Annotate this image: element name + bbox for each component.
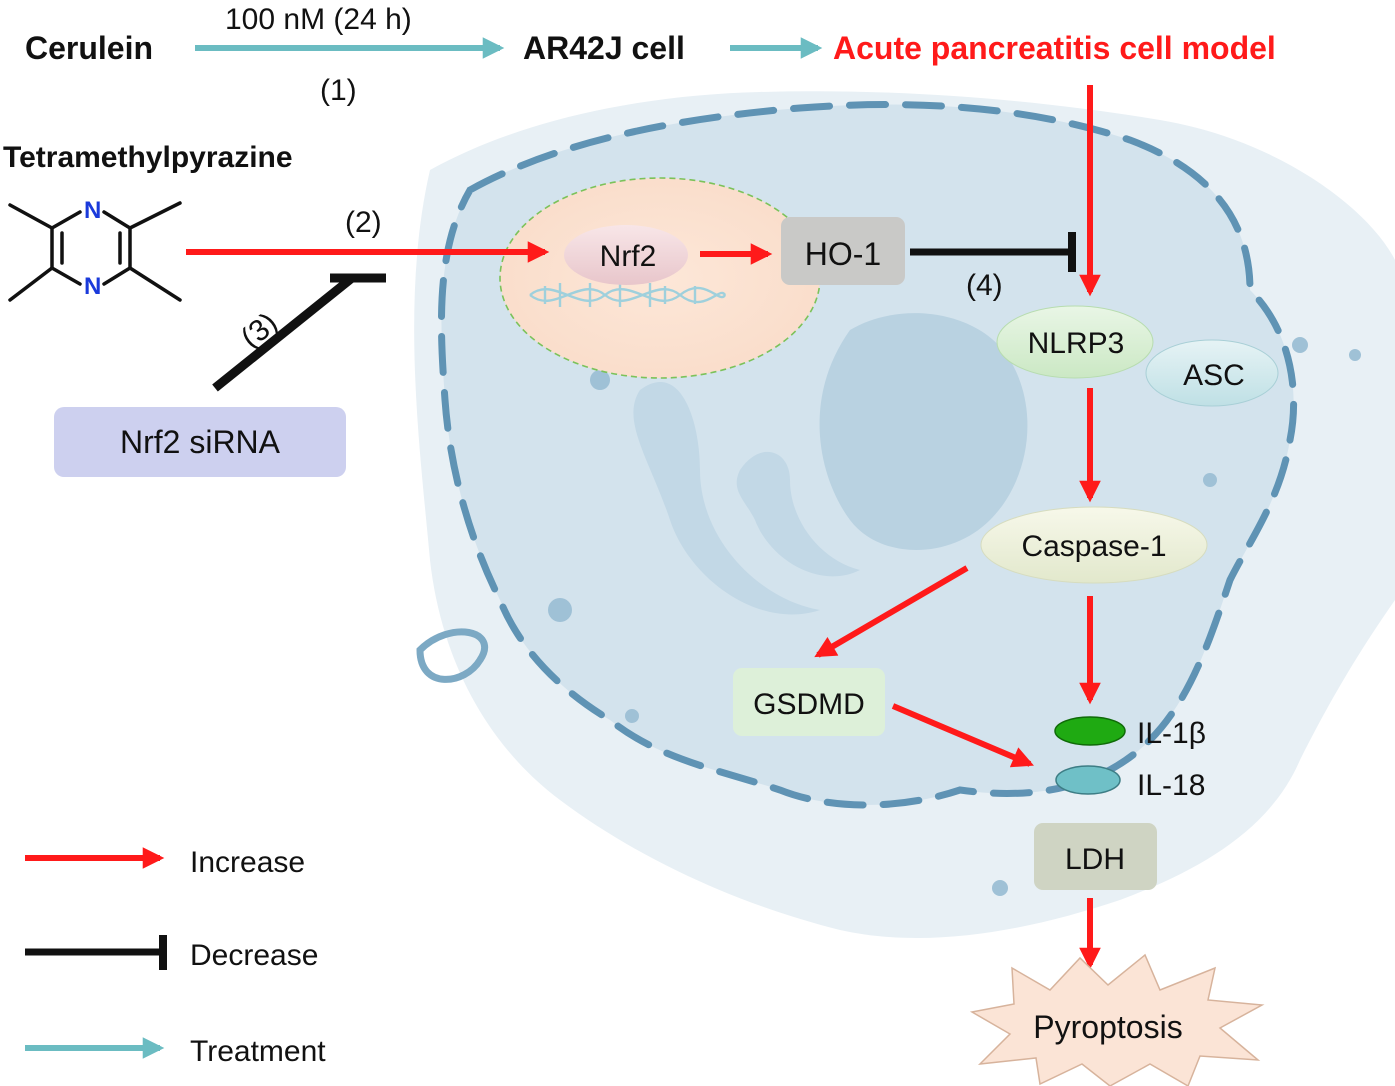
model-label: Acute pancreatitis cell model [833,30,1276,66]
legend-increase-label: Increase [190,846,305,879]
il18-label: IL-18 [1137,769,1205,802]
sirna-box [54,407,346,477]
gsdmd-box [733,668,885,736]
nlrp3-bubble [996,305,1154,379]
vesicle [590,370,610,390]
ldh-label: LDH [1065,843,1125,876]
organelle-er [633,381,820,615]
ldh-box [1034,823,1157,890]
cell-line-label: AR42J cell [523,30,685,66]
gsdmd-label: GSDMD [753,688,865,721]
vesicle [1203,473,1217,487]
il1b-marker [1054,716,1126,746]
cerulein-label: Cerulein [25,30,153,66]
organelle-er-2 [736,451,860,577]
ho1-box [781,217,905,285]
asc-bubble [1145,339,1279,407]
ho1-label: HO-1 [805,236,881,272]
vesicle [625,709,639,723]
nrf2-label: Nrf2 [600,240,657,273]
pyroptosis-burst [969,953,1265,1086]
nrf2-bubble [564,225,688,285]
sirna-label: Nrf2 siRNA [120,424,281,460]
cell-membrane [437,101,1298,809]
decrease-line-sirna [212,274,355,392]
dna-helix-icon [529,283,727,307]
legend: Increase Decrease Treatment [25,846,326,1068]
vesicle [1349,349,1361,361]
il18-marker [1055,765,1121,795]
caspase1-label: Caspase-1 [1021,530,1166,563]
asc-label: ASC [1183,359,1245,392]
legend-treatment-label: Treatment [190,1035,326,1068]
vesicle [992,880,1008,896]
dose-label: 100 nM (24 h) [225,3,412,36]
nitrogen-bottom-label: N [84,273,101,300]
vesicle [1292,337,1308,353]
increase-arrow-caspase-gsdmd [814,565,969,658]
step-4-label: (4) [966,269,1003,302]
pyrazine-structure-icon [8,201,182,302]
nlrp3-label: NLRP3 [1028,327,1125,360]
organelle-large [819,313,1028,550]
nitrogen-top-label: N [84,197,101,224]
step-1-label: (1) [320,74,357,107]
vesicle [548,598,572,622]
legend-decrease-label: Decrease [190,939,318,972]
il1b-label: IL-1β [1137,717,1206,750]
step-2-label: (2) [345,206,382,239]
drug-name: Tetramethylpyrazine [3,141,293,174]
caspase1-bubble [980,506,1208,584]
organelle-loop [416,628,489,683]
step-3-label: (3) [235,306,284,355]
pyroptosis-label: Pyroptosis [1033,1009,1182,1045]
increase-arrow-gsdmd-il [891,703,1034,768]
